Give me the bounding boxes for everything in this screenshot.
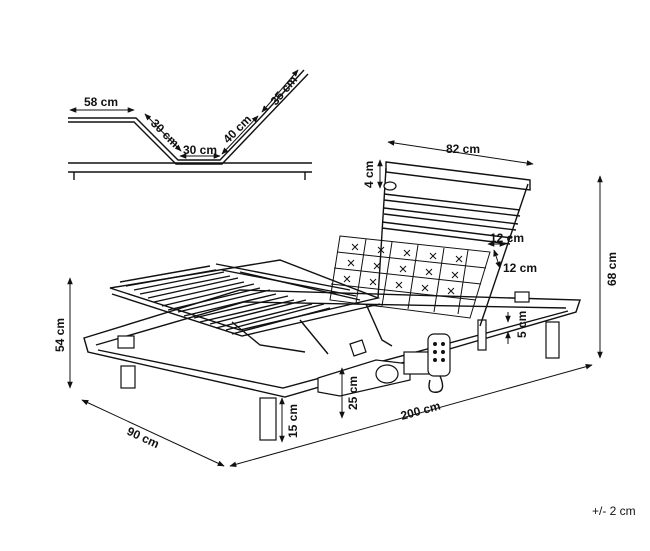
strut-c	[365, 303, 393, 347]
leg-slats	[119, 263, 361, 335]
dim-arrow-40	[221, 115, 259, 155]
motor-cylinder	[375, 364, 399, 384]
remote-button	[441, 350, 445, 354]
label-length: 200 cm	[399, 399, 442, 423]
frame-outline	[83, 289, 581, 398]
head-rail	[385, 161, 531, 191]
slat	[119, 265, 217, 287]
pad-cross	[451, 271, 459, 279]
slat	[383, 207, 519, 231]
slat	[383, 193, 521, 217]
slat	[193, 295, 295, 323]
leg-section-frame-under	[111, 293, 381, 337]
slat	[133, 271, 231, 295]
slat	[161, 283, 261, 311]
remote-control	[427, 333, 451, 393]
profile-sketch: 58 cm 30 cm 30 cm 40 cm 35 cm	[68, 69, 312, 180]
label-slat-width: 82 cm	[446, 142, 480, 156]
bed-frame	[83, 289, 581, 441]
slat	[177, 289, 277, 317]
bracket-left	[117, 335, 135, 349]
strut-a	[231, 321, 306, 353]
pad-cross	[347, 259, 355, 267]
pad-cross	[425, 268, 433, 276]
label-profile-drop: 30 cm	[148, 116, 182, 150]
dim-arrow-12-depth	[493, 249, 501, 269]
label-frame-height: 5 cm	[515, 311, 529, 338]
label-lift-height: 54 cm	[53, 318, 67, 352]
motor-unit	[317, 351, 441, 397]
label-zone-depth: 12 cm	[503, 261, 537, 275]
label-leg-height: 15 cm	[286, 404, 300, 438]
pad-cross	[421, 284, 429, 292]
pad-cross	[399, 265, 407, 273]
label-profile-seat: 58 cm	[84, 95, 118, 109]
comfort-zone-pads	[329, 235, 491, 319]
remote-button	[433, 358, 437, 362]
dim-arrow-90	[81, 399, 225, 467]
remote-body	[427, 333, 451, 377]
slat-cross	[239, 271, 361, 301]
dim-arrow-200	[229, 363, 593, 468]
dim-arrow-35	[261, 69, 299, 113]
pad-cross	[429, 252, 437, 260]
pad-cross	[403, 249, 411, 257]
label-total-height: 68 cm	[605, 252, 619, 286]
label-motor-height: 25 cm	[346, 376, 360, 410]
label-profile-bottom: 30 cm	[183, 143, 217, 157]
pad-cross	[455, 255, 463, 263]
back-slats	[381, 193, 521, 245]
pad-cross	[395, 281, 403, 289]
zone-grid-cols	[355, 238, 469, 315]
remote-button	[441, 342, 445, 346]
leg-back	[477, 319, 487, 351]
slat	[147, 277, 245, 303]
remote-button	[433, 350, 437, 354]
pad-cross	[351, 243, 359, 251]
dim-arrow-30-drop	[144, 113, 182, 152]
pad-cross	[447, 287, 455, 295]
remote-button	[441, 358, 445, 362]
remote-cable	[428, 375, 444, 393]
label-zone-width: 12 cm	[490, 231, 524, 245]
pad-cross	[377, 246, 385, 254]
leg-right	[545, 321, 560, 359]
pad-cross	[343, 275, 351, 283]
back-rail-right	[479, 183, 529, 327]
pad-cross	[369, 278, 377, 286]
leg-left	[120, 365, 136, 389]
pad-cross	[373, 262, 381, 270]
slat	[209, 299, 313, 329]
hinge-block	[349, 339, 367, 357]
zone-area	[329, 235, 491, 319]
tolerance-note: +/- 2 cm	[592, 504, 636, 518]
dim-arrow-82	[387, 140, 534, 166]
slat-end	[383, 181, 397, 191]
leg-front	[259, 397, 277, 441]
slatted-platform	[109, 161, 531, 357]
label-profile-head: 35 cm	[268, 73, 301, 108]
label-slat-thickness: 4 cm	[362, 161, 376, 188]
slat	[225, 303, 331, 335]
remote-button	[433, 342, 437, 346]
back-rail-left	[377, 167, 387, 299]
strut-b	[299, 319, 329, 355]
bracket-right	[514, 291, 530, 303]
zone-grid-rows	[330, 251, 487, 301]
